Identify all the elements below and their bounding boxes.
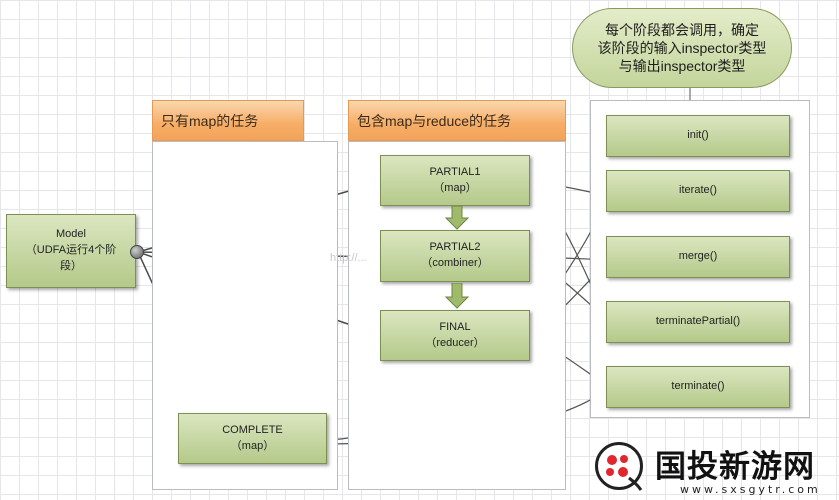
- down-arrow-partial1-partial2: [445, 206, 469, 230]
- method-terminate-label: terminate(): [671, 380, 725, 393]
- map-only-panel-header: 只有map的任务: [152, 100, 304, 141]
- complete-name: COMPLETE: [222, 423, 283, 436]
- partial1-box: PARTIAL1 （map）: [380, 155, 530, 206]
- callout-line-1: 每个阶段都会调用，确定: [605, 21, 759, 38]
- map-reduce-panel-title: 包含map与reduce的任务: [357, 112, 512, 129]
- final-sub: （reducer）: [425, 336, 485, 349]
- callout-line-3: 与输出inspector类型: [618, 58, 746, 75]
- complete-box: COMPLETE （map）: [178, 413, 327, 464]
- complete-sub: （map）: [230, 439, 275, 452]
- final-box: FINAL （reducer）: [380, 310, 530, 361]
- map-reduce-panel-header: 包含map与reduce的任务: [348, 100, 566, 141]
- method-init: init(): [606, 115, 790, 157]
- method-iterate-label: iterate(): [679, 184, 717, 197]
- model-box: Model （UDFA运行4个阶 段）: [6, 214, 136, 288]
- method-merge-label: merge(): [678, 250, 718, 263]
- model-hub-dot: [130, 245, 144, 259]
- watermark-url: www.sxsgytr.com: [680, 483, 821, 496]
- method-terminatepartial-label: terminatePartial(): [655, 315, 741, 328]
- watermark-logo-icon: [606, 455, 643, 491]
- partial1-sub: （map）: [433, 181, 477, 194]
- model-line-3: 段）: [60, 259, 82, 272]
- down-arrow-partial2-final: [445, 283, 469, 309]
- partial2-box: PARTIAL2 （combiner）: [380, 230, 530, 282]
- callout-line-2: 该阶段的输入inspector类型: [597, 39, 767, 56]
- method-iterate: iterate(): [606, 170, 790, 212]
- model-line-2: （UDFA运行4个阶: [25, 244, 117, 257]
- faint-background-url: http://...: [330, 252, 367, 264]
- method-terminate: terminate(): [606, 366, 790, 408]
- partial1-name: PARTIAL1: [429, 165, 481, 178]
- method-terminatepartial: terminatePartial(): [606, 301, 790, 343]
- method-merge: merge(): [606, 236, 790, 278]
- partial2-sub: （combiner）: [421, 257, 489, 269]
- watermark-logo: [595, 442, 645, 492]
- model-line-1: Model: [56, 228, 86, 241]
- watermark-title: 国投新游网: [655, 449, 815, 485]
- method-init-label: init(): [687, 129, 709, 142]
- map-only-panel-title: 只有map的任务: [161, 112, 259, 129]
- partial2-name: PARTIAL2: [429, 241, 481, 254]
- callout-bubble: 每个阶段都会调用，确定 该阶段的输入inspector类型 与输出inspect…: [572, 8, 792, 88]
- final-name: FINAL: [439, 320, 471, 333]
